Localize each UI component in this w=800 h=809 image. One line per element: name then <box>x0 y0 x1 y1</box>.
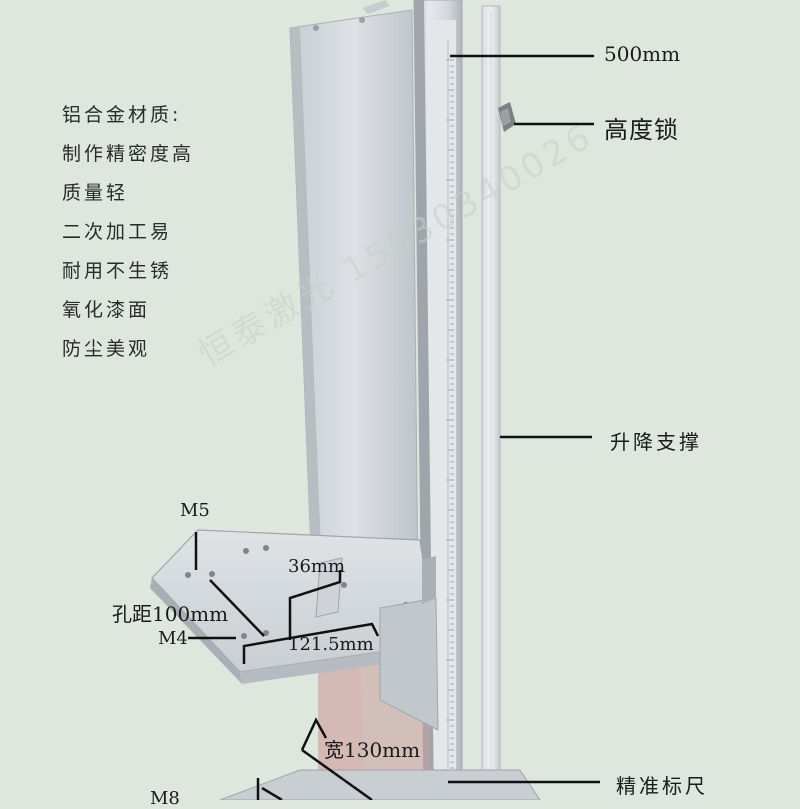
label-m4: M4 <box>158 628 188 649</box>
label-m5: M5 <box>180 500 210 521</box>
leader-lines <box>188 54 600 800</box>
label-hole-spacing: 孔距100mm <box>112 602 229 626</box>
label-column-height: 500mm <box>604 42 681 66</box>
label-36mm: 36mm <box>288 556 346 577</box>
feature-item: 二次加工易 <box>62 221 173 243</box>
label-130mm: 宽130mm <box>324 738 421 762</box>
feature-item: 防尘美观 <box>62 338 151 360</box>
feature-item: 铝合金材质: <box>62 104 182 126</box>
label-m8: M8 <box>150 788 180 809</box>
feature-item: 质量轻 <box>62 182 129 204</box>
leader-line-130mm-b <box>301 748 373 800</box>
label-precision-ruler: 精准标尺 <box>616 774 708 798</box>
feature-item: 制作精密度高 <box>62 143 195 165</box>
lift-support-rail <box>481 5 501 800</box>
height-lock-knob <box>498 102 516 132</box>
feature-list: 铝合金材质: 制作精密度高 质量轻 二次加工易 耐用不生锈 氧化漆面 防尘美观 <box>62 100 194 373</box>
leader-line-36mm <box>288 570 342 640</box>
label-121mm: 121.5mm <box>288 634 374 655</box>
leader-line-m8-b <box>261 786 283 800</box>
feature-item: 氧化漆面 <box>62 299 151 321</box>
leader-line-hole-spacing <box>209 579 265 637</box>
feature-item: 耐用不生锈 <box>62 260 173 282</box>
base-plate <box>219 769 541 800</box>
leader-line-130mm-a <box>300 717 328 751</box>
label-lift-support: 升降支撑 <box>610 430 702 454</box>
label-height-lock: 高度锁 <box>604 116 679 144</box>
leader-line-121mm <box>242 622 380 664</box>
